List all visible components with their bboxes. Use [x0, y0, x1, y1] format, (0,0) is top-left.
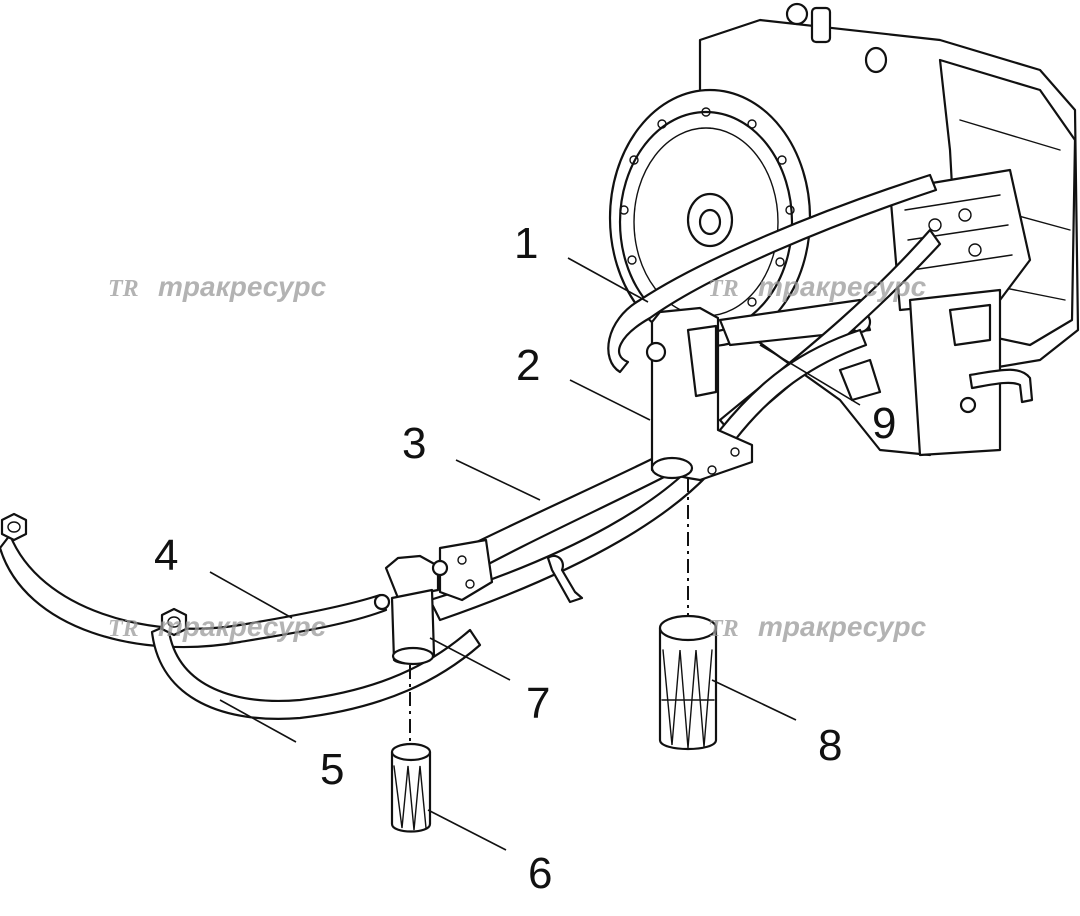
- transmission-housing: [608, 2, 1080, 457]
- leader-lines: [209, 257, 861, 851]
- watermark-logo: TR: [708, 276, 739, 302]
- watermark-text: тракресурс: [158, 271, 327, 302]
- callout-2: 2: [516, 341, 540, 390]
- hose-clamp: [546, 554, 584, 604]
- hose-4: [0, 533, 388, 649]
- watermark-1: TR тракресурс: [108, 271, 327, 302]
- watermark-3: TR тракресурс: [108, 611, 327, 642]
- hose-end-fitting-mid: [160, 607, 188, 637]
- callout-5: 5: [320, 745, 344, 794]
- watermark-2: TR тракресурс: [708, 271, 927, 302]
- callout-1: 1: [514, 219, 538, 268]
- watermark-4: TR тракресурс: [708, 611, 927, 642]
- watermark-text: тракресурс: [158, 611, 327, 642]
- watermark-logo: TR: [108, 276, 139, 302]
- callout-4: 4: [154, 531, 178, 580]
- callout-3: 3: [402, 419, 426, 468]
- filter-housing-large: [645, 306, 754, 482]
- hose-1: [607, 173, 938, 374]
- callout-8: 8: [818, 721, 842, 770]
- callout-9: 9: [872, 399, 896, 448]
- watermark-text: тракресурс: [758, 611, 927, 642]
- filter-element-small: [390, 742, 432, 833]
- watermark-logo: TR: [708, 616, 739, 642]
- watermark-logo: TR: [108, 616, 139, 642]
- filter-housing-small: [373, 538, 494, 666]
- hose-5: [150, 623, 482, 720]
- callout-6: 6: [528, 849, 552, 898]
- callout-7: 7: [526, 679, 550, 728]
- hose-end-fitting-left: [0, 512, 28, 542]
- watermark-text: тракресурс: [758, 271, 927, 302]
- hose-3: [428, 328, 868, 622]
- filter-element-large: [658, 614, 718, 750]
